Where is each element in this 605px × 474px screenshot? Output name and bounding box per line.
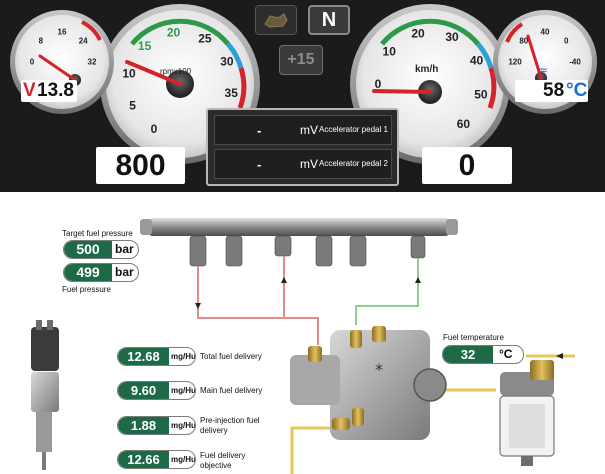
fuel-filter-graphic <box>499 360 555 466</box>
warning-indicator[interactable] <box>255 5 297 35</box>
svg-text:*: * <box>375 360 383 379</box>
fuel-temp-label: Fuel temperature <box>443 333 504 342</box>
tachometer-tick-label: 30 <box>220 54 234 68</box>
pre-injection-label-line2: delivery <box>200 426 228 435</box>
target-pressure-label: Target fuel pressure <box>62 229 133 238</box>
pre-injection-label-line1: Pre-injection fuel <box>200 416 260 425</box>
voltmeter-tick-label: 24 <box>79 37 88 46</box>
main-delivery-unit: mg/Hub <box>171 386 196 395</box>
engine-check-icon <box>264 13 288 28</box>
rpm-readout: 800 <box>96 147 185 184</box>
fuel-system-diagram: * <box>31 218 575 474</box>
tachometer-tick-label: 10 <box>122 67 136 81</box>
tachometer-tick-label: 5 <box>129 98 136 112</box>
tachometer-tick-label: 35 <box>225 86 239 100</box>
volt-symbol: V <box>23 80 36 101</box>
tachometer-tick-label: 20 <box>167 25 181 39</box>
total-delivery-label: Total fuel delivery <box>200 352 262 361</box>
tachometer-unit-label: rpmx100 <box>160 67 192 76</box>
target-pressure-value: 500 <box>64 241 112 258</box>
return-line <box>355 258 419 325</box>
voltmeter-tick-label: 16 <box>58 28 67 37</box>
coolant-temp-readout: 58 °C <box>515 80 588 102</box>
speedometer-unit-label: km/h <box>415 64 438 75</box>
accelerator-pedal-1-row: - mV Accelerator pedal 1 <box>214 115 392 145</box>
coolant-tick-label: 120 <box>508 58 522 67</box>
delivery-objective-readout: 12.66 mg/Hub <box>117 450 196 469</box>
main-delivery-value: 9.60 <box>118 382 169 399</box>
fuel-pressure-label: Fuel pressure <box>62 285 111 294</box>
injector-graphic <box>31 320 59 470</box>
battery-voltage-readout: V 13.8 <box>21 80 77 102</box>
voltmeter-tick-label: 8 <box>39 37 44 46</box>
speedometer-tick-label: 60 <box>457 117 471 131</box>
pedal-2-value: - <box>257 157 262 172</box>
fuel-temp-readout: 32 °C <box>442 345 524 364</box>
pedal-2-label: Accelerator pedal 2 <box>319 159 388 168</box>
tachometer-tick-label: 0 <box>151 122 158 136</box>
coolant-tick-label: 80 <box>519 37 528 46</box>
delivery-objective-label-line2: objective <box>200 461 232 470</box>
coolant-tick-label: -40 <box>569 58 581 67</box>
pre-injection-value: 1.88 <box>118 417 169 434</box>
glow-plug-indicator[interactable]: +15 <box>279 45 323 75</box>
pedal-1-value: - <box>257 123 262 138</box>
tachometer-tick-label: 25 <box>198 31 212 45</box>
coolant-temp-value: 58 <box>543 80 565 101</box>
delivery-objective-label-line1: Fuel delivery <box>200 451 246 460</box>
accelerator-pedal-2-row: - mV Accelerator pedal 2 <box>214 149 392 179</box>
coolant-tick-label: 40 <box>541 28 550 37</box>
speed-readout: 0 <box>422 147 512 184</box>
svg-text:≈: ≈ <box>538 63 548 77</box>
high-pressure-line <box>197 266 319 345</box>
speedometer-tick-label: 20 <box>411 26 425 40</box>
pedal-2-unit: mV <box>300 157 318 171</box>
coolant-tick-label: 0 <box>564 37 569 46</box>
fuel-temp-unit: °C <box>499 347 513 361</box>
speedometer-tick-label: 40 <box>470 54 484 68</box>
speedometer-tick-label: 10 <box>383 45 397 59</box>
voltmeter-tick-label: 32 <box>88 58 97 67</box>
fuel-pressure-value: 499 <box>64 264 112 281</box>
fuel-pressure-readout: 499 bar <box>63 263 139 282</box>
battery-voltage-value: 13.8 <box>37 80 74 101</box>
main-delivery-readout: 9.60 mg/Hub <box>117 381 196 400</box>
total-delivery-unit: mg/Hub <box>171 352 196 361</box>
total-delivery-value: 12.68 <box>118 348 169 365</box>
tachometer-tick-label: 15 <box>138 39 152 53</box>
fuel-temp-value: 32 <box>443 346 493 363</box>
fuel-pressure-unit: bar <box>115 265 134 279</box>
delivery-objective-unit: mg/Hub <box>171 455 196 464</box>
pedal-1-unit: mV <box>300 123 318 137</box>
speedometer-tick-label: 30 <box>445 30 459 44</box>
high-pressure-pump-graphic: * <box>290 326 447 440</box>
pre-injection-unit: mg/Hub <box>171 421 196 430</box>
speedometer-tick-label: 0 <box>375 77 382 91</box>
pre-injection-readout: 1.88 mg/Hub <box>117 416 196 435</box>
voltmeter-tick-label: 0 <box>30 58 35 67</box>
main-delivery-label: Main fuel delivery <box>200 386 263 395</box>
speedometer-tick-label: 50 <box>474 88 488 102</box>
total-delivery-readout: 12.68 mg/Hub <box>117 347 196 366</box>
pedal-1-label: Accelerator pedal 1 <box>319 125 388 134</box>
coolant-temp-unit: °C <box>566 80 588 101</box>
fuel-rail <box>140 218 458 267</box>
gear-indicator[interactable]: N <box>308 5 350 35</box>
delivery-objective-value: 12.66 <box>118 451 169 468</box>
target-pressure-unit: bar <box>115 242 134 256</box>
accelerator-pedal-panel: - mV Accelerator pedal 1 - mV Accelerato… <box>206 108 399 186</box>
target-pressure-readout: 500 bar <box>63 240 139 259</box>
